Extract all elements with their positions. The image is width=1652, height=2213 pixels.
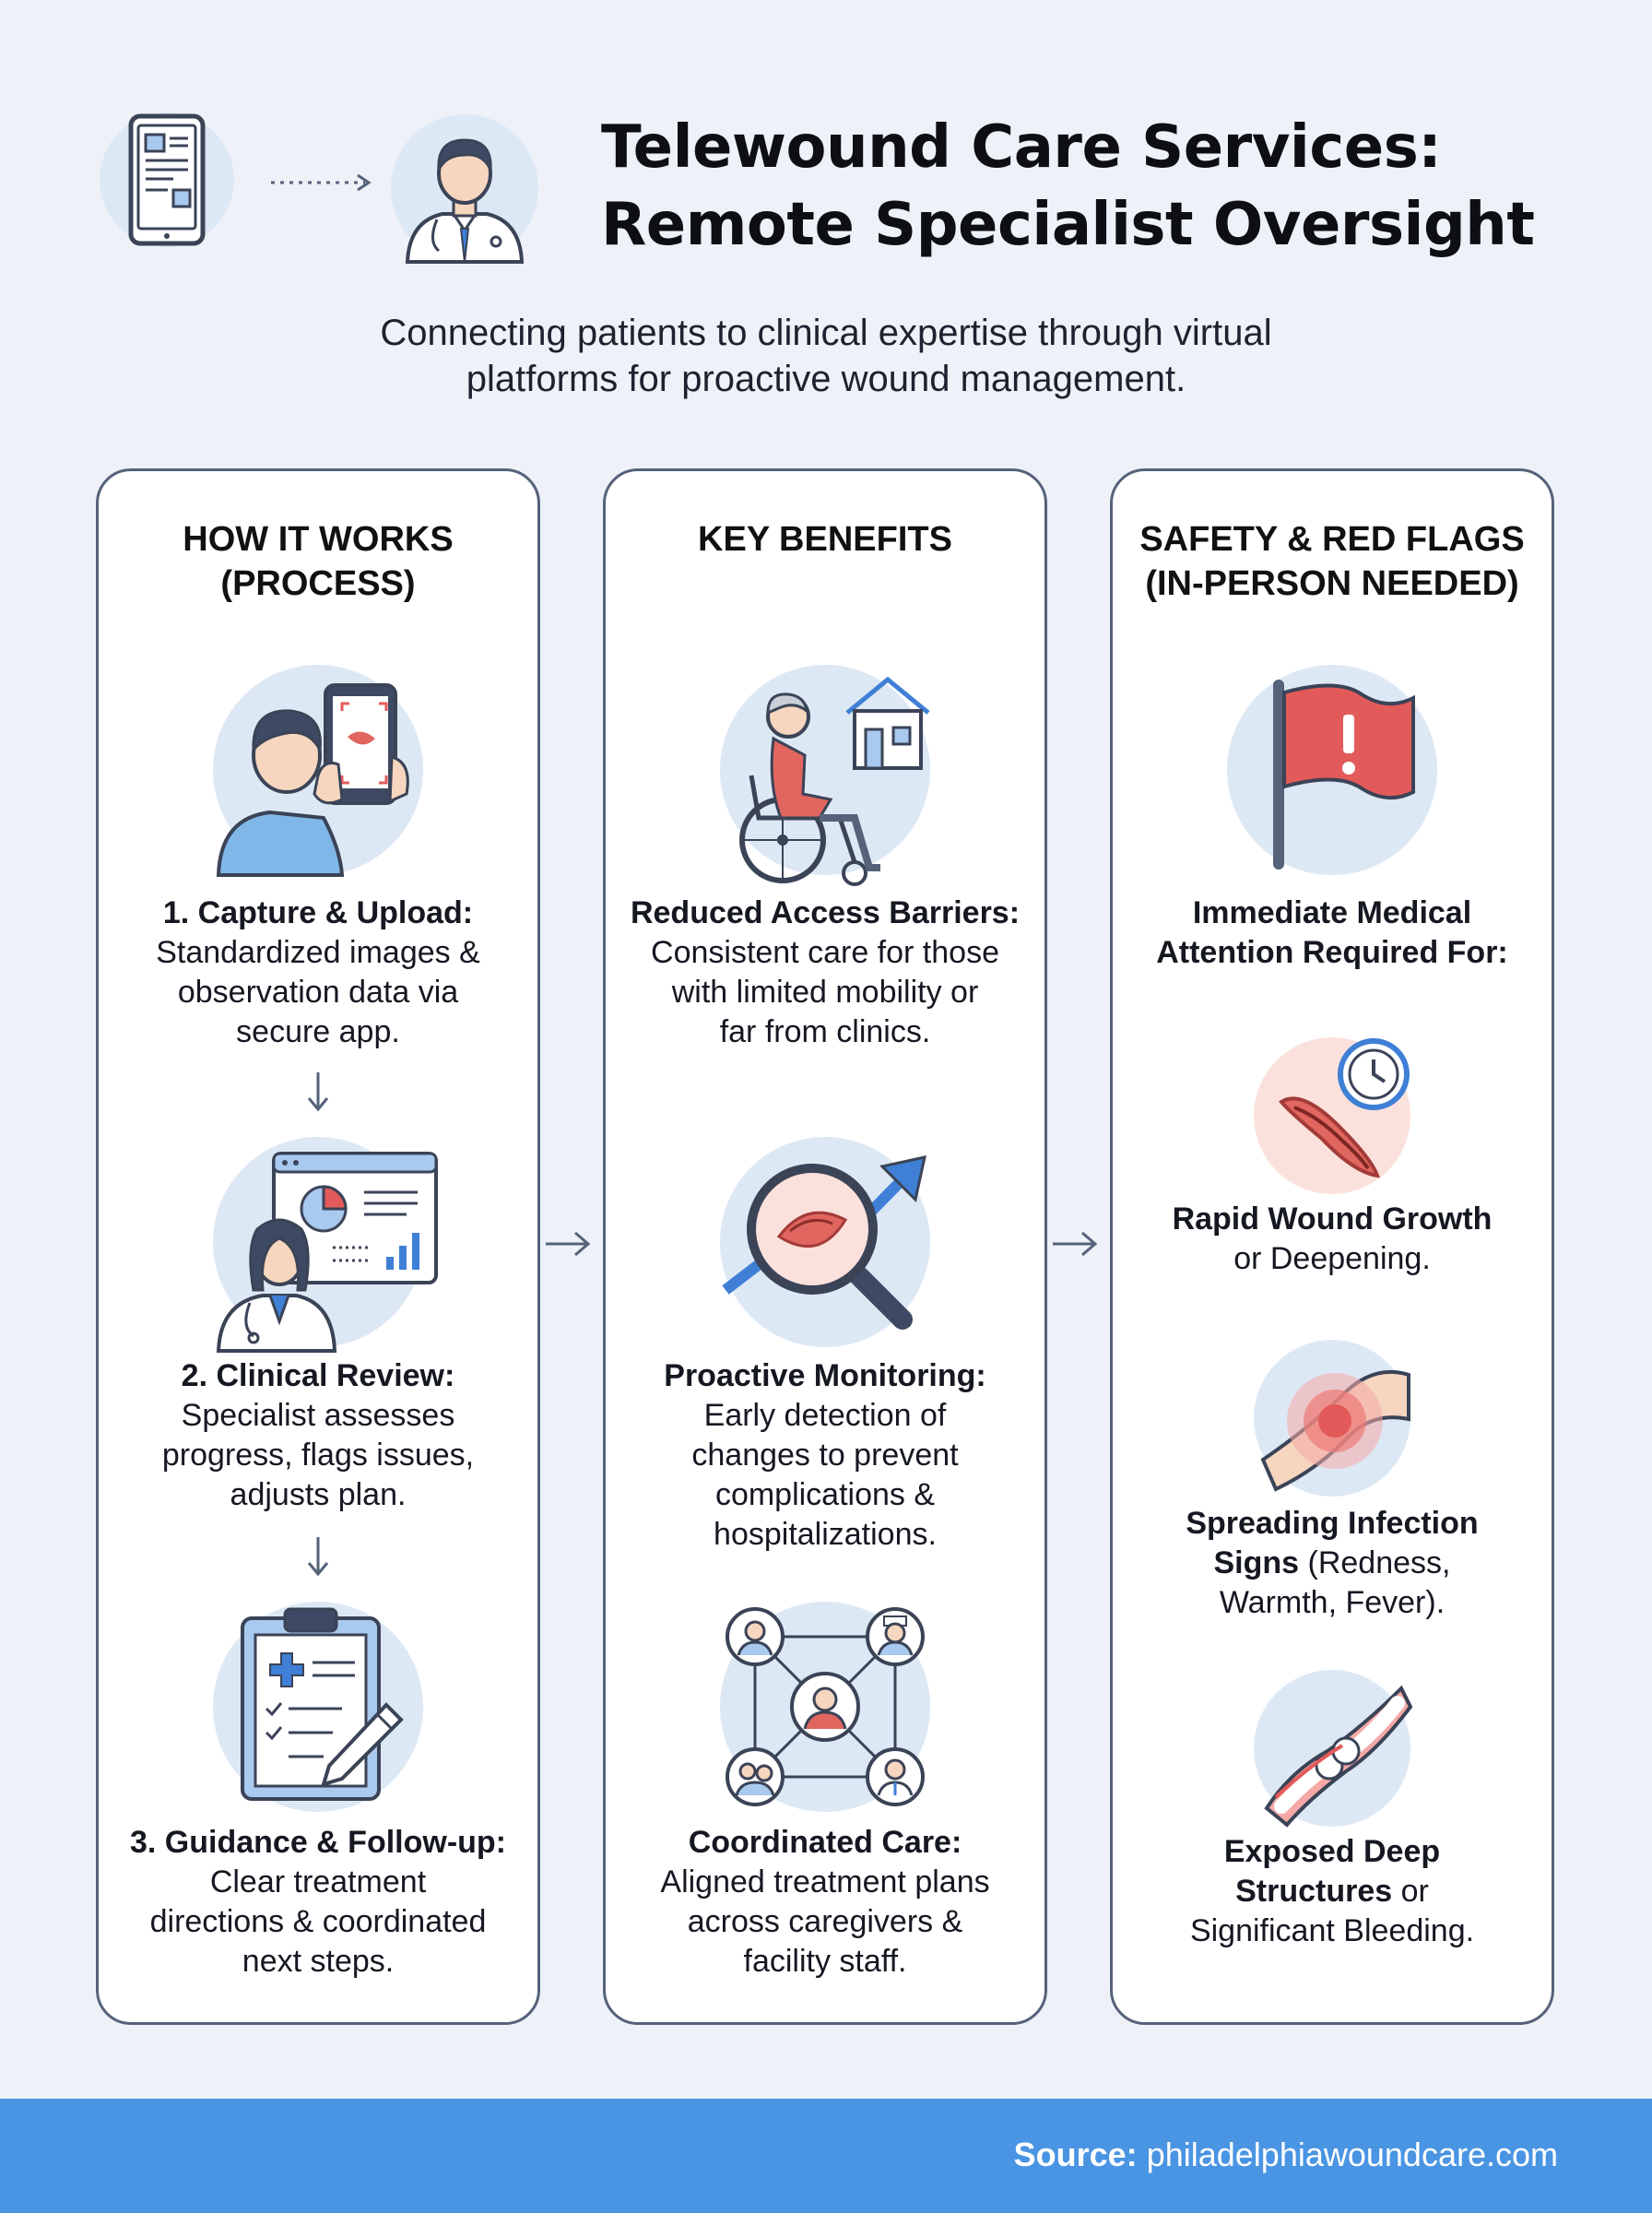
heading-line-2: (IN-PERSON NEEDED) bbox=[1145, 564, 1519, 603]
flag-title: Signs bbox=[1213, 1545, 1300, 1580]
column-heading: HOW IT WORKS (PROCESS) bbox=[99, 517, 537, 606]
step-line: Standardized images & bbox=[156, 935, 480, 970]
flag-title: Spreading Infection bbox=[1186, 1506, 1479, 1541]
process-step-3: 3. Guidance & Follow-up: Clear treatment… bbox=[112, 1823, 525, 1982]
benefit-3: Coordinated Care: Aligned treatment plan… bbox=[619, 1823, 1032, 1982]
step-line: progress, flags issues, bbox=[161, 1438, 475, 1473]
flag-line: Significant Bleeding. bbox=[1189, 1913, 1475, 1948]
wound-clock-icon bbox=[1254, 1037, 1410, 1194]
step-line: observation data via bbox=[177, 975, 459, 1010]
magnifier-trend-icon bbox=[720, 1137, 930, 1347]
benefit-title: Reduced Access Barriers: bbox=[630, 895, 1021, 930]
benefit-line: Early detection of bbox=[703, 1398, 947, 1433]
dotted-arrow-icon bbox=[269, 172, 376, 194]
flag-title: Rapid Wound Growth bbox=[1172, 1201, 1493, 1237]
right-arrow-icon bbox=[1053, 1231, 1098, 1257]
benefit-title: Coordinated Care: bbox=[688, 1825, 962, 1860]
panel-how-it-works: HOW IT WORKS (PROCESS) 1. Capture & Uplo… bbox=[96, 468, 540, 2025]
down-arrow-icon bbox=[307, 1072, 329, 1112]
benefit-line: far from clinics. bbox=[719, 1014, 931, 1049]
flag-title: Structures bbox=[1235, 1874, 1393, 1909]
flag-line: or bbox=[1392, 1874, 1429, 1909]
step-title: 1. Capture & Upload: bbox=[162, 895, 474, 930]
heading-line-2: (PROCESS) bbox=[220, 564, 416, 603]
step-line: adjusts plan. bbox=[230, 1477, 407, 1512]
benefit-1: Reduced Access Barriers: Consistent care… bbox=[619, 893, 1032, 1052]
step-line: secure app. bbox=[236, 1014, 400, 1049]
red-flag-icon bbox=[1227, 665, 1437, 875]
subtitle-line-2: platforms for proactive wound management… bbox=[466, 359, 1186, 399]
doctor-icon bbox=[382, 112, 548, 264]
flag-line: (Redness, bbox=[1299, 1545, 1451, 1580]
flag-title: Exposed Deep bbox=[1223, 1834, 1441, 1869]
benefit-line: with limited mobility or bbox=[671, 975, 979, 1010]
infection-spread-icon bbox=[1254, 1340, 1410, 1497]
patient-phone-photo-icon bbox=[213, 665, 423, 877]
source-url: philadelphiawoundcare.com bbox=[1146, 2136, 1558, 2173]
step-line: next steps. bbox=[242, 1944, 395, 1979]
flag-title: Immediate Medical bbox=[1192, 895, 1472, 930]
heading-line-1: SAFETY & RED FLAGS bbox=[1139, 520, 1525, 559]
clipboard-pencil-icon bbox=[213, 1602, 423, 1812]
benefit-line: hospitalizations. bbox=[714, 1517, 937, 1552]
benefit-line: complications & bbox=[714, 1477, 936, 1512]
benefit-2: Proactive Monitoring: Early detection of… bbox=[619, 1356, 1032, 1555]
down-arrow-icon bbox=[307, 1537, 329, 1577]
subtitle-line-1: Connecting patients to clinical expertis… bbox=[380, 313, 1272, 353]
tablet-icon bbox=[100, 112, 234, 247]
benefit-title: Proactive Monitoring: bbox=[664, 1358, 986, 1393]
process-step-1: 1. Capture & Upload: Standardized images… bbox=[112, 893, 525, 1052]
source-credit: Source: philadelphiawoundcare.com bbox=[1014, 2132, 1558, 2178]
footer-bar: Source: philadelphiawoundcare.com bbox=[0, 2099, 1652, 2213]
flag-line: Warmth, Fever). bbox=[1219, 1585, 1446, 1620]
panel-key-benefits: KEY BENEFITS Reduced Access Barriers: Co… bbox=[603, 468, 1047, 2025]
column-heading: KEY BENEFITS bbox=[606, 517, 1044, 562]
heading-line-1: KEY BENEFITS bbox=[698, 520, 952, 559]
benefit-line: changes to prevent bbox=[691, 1438, 959, 1473]
title-line-1: Telewound Care Services: bbox=[601, 113, 1442, 182]
column-heading: SAFETY & RED FLAGS (IN-PERSON NEEDED) bbox=[1113, 517, 1552, 606]
care-network-icon bbox=[720, 1602, 930, 1812]
flag-title: Attention Required For: bbox=[1156, 935, 1508, 970]
step-line: Specialist assesses bbox=[181, 1398, 455, 1433]
page-subtitle: Connecting patients to clinical expertis… bbox=[277, 310, 1375, 402]
benefit-line: facility staff. bbox=[743, 1944, 907, 1979]
wheelchair-home-icon bbox=[720, 665, 930, 886]
benefit-line: across caregivers & bbox=[687, 1904, 963, 1939]
step-line: Clear treatment bbox=[209, 1864, 427, 1899]
step-title: 3. Guidance & Follow-up: bbox=[130, 1825, 506, 1860]
source-label: Source: bbox=[1013, 2136, 1138, 2173]
benefit-line: Aligned treatment plans bbox=[660, 1864, 990, 1899]
benefit-line: Consistent care for those bbox=[651, 935, 999, 970]
flag-line: or Deepening. bbox=[1233, 1241, 1431, 1276]
panel-safety-red-flags: SAFETY & RED FLAGS (IN-PERSON NEEDED) Im… bbox=[1110, 468, 1554, 2025]
title-line-2: Remote Specialist Oversight bbox=[601, 191, 1535, 259]
red-flag-intro: Immediate Medical Attention Required For… bbox=[1126, 893, 1539, 973]
step-title: 2. Clinical Review: bbox=[181, 1358, 455, 1393]
right-arrow-icon bbox=[546, 1231, 591, 1257]
red-flag-infection: Spreading Infection Signs (Redness, Warm… bbox=[1126, 1504, 1539, 1623]
red-flag-rapid-growth: Rapid Wound Growth or Deepening. bbox=[1126, 1200, 1539, 1279]
red-flag-exposed-structures: Exposed Deep Structures or Significant B… bbox=[1126, 1832, 1539, 1951]
clinician-dashboard-icon bbox=[213, 1137, 438, 1353]
heading-line-1: HOW IT WORKS bbox=[183, 520, 454, 559]
step-line: directions & coordinated bbox=[149, 1904, 487, 1939]
process-step-2: 2. Clinical Review: Specialist assesses … bbox=[112, 1356, 525, 1515]
page-title: Telewound Care Services: Remote Speciali… bbox=[601, 109, 1615, 264]
exposed-bone-icon bbox=[1254, 1670, 1413, 1828]
